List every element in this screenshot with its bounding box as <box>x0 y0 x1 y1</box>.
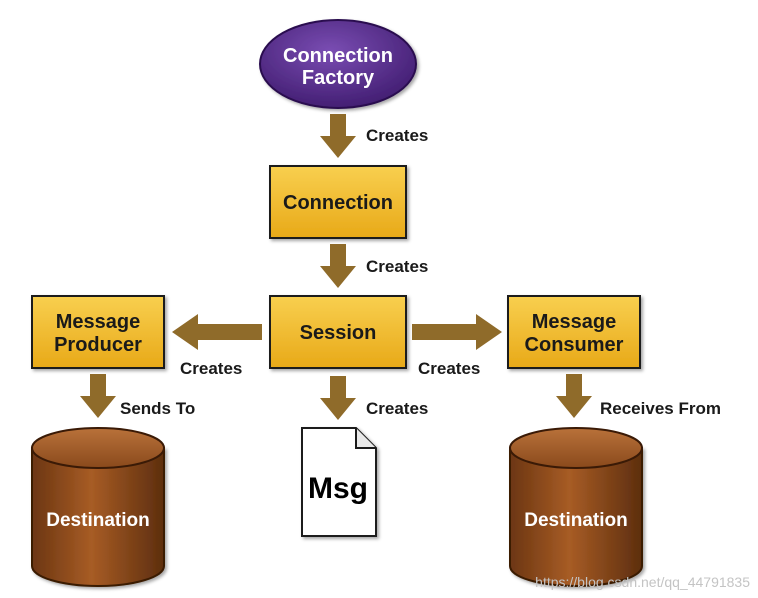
connection-factory-label-line2: Factory <box>302 67 375 89</box>
connection-node: Connection <box>269 165 407 239</box>
arrow-session-to-msg: Creates <box>320 376 428 420</box>
msg-document: Msg <box>301 427 377 537</box>
arrow-factory-to-connection: Creates <box>320 114 428 158</box>
arrow-consumer-from-destination: Receives From <box>556 374 721 418</box>
edge-label-connection-to-session: Creates <box>366 257 428 276</box>
edge-label-session-to-producer: Creates <box>180 359 242 378</box>
edge-label-factory-to-connection: Creates <box>366 126 428 145</box>
message-consumer-label-line2: Consumer <box>525 334 624 356</box>
edge-label-producer-to-destination: Sends To <box>120 399 195 418</box>
message-producer-node: Message Producer <box>31 295 165 369</box>
connection-factory-label-line1: Connection <box>283 45 393 67</box>
connection-label: Connection <box>283 192 393 214</box>
connection-factory-node: Connection Factory <box>259 19 417 109</box>
edge-label-session-to-consumer: Creates <box>418 359 480 378</box>
message-consumer-node: Message Consumer <box>507 295 641 369</box>
message-consumer-label-line1: Message <box>532 311 617 333</box>
watermark-text: https://blog.csdn.net/qq_44791835 <box>535 574 750 590</box>
destination-left-label: Destination <box>46 510 149 531</box>
arrow-producer-to-destination: Sends To <box>80 374 195 418</box>
destination-right-label: Destination <box>524 510 627 531</box>
arrow-connection-to-session: Creates <box>320 244 428 288</box>
msg-label: Msg <box>308 472 368 505</box>
arrow-session-to-consumer: Creates <box>412 314 502 378</box>
message-producer-label-line1: Message <box>56 311 141 333</box>
edge-label-consumer-from-destination: Receives From <box>600 399 721 418</box>
session-label: Session <box>300 322 377 344</box>
edge-label-session-to-msg: Creates <box>366 399 428 418</box>
arrow-session-to-producer: Creates <box>172 314 262 378</box>
session-node: Session <box>269 295 407 369</box>
message-producer-label-line2: Producer <box>54 334 142 356</box>
destination-right-cylinder: Destination <box>509 427 643 587</box>
destination-left-cylinder: Destination <box>31 427 165 587</box>
